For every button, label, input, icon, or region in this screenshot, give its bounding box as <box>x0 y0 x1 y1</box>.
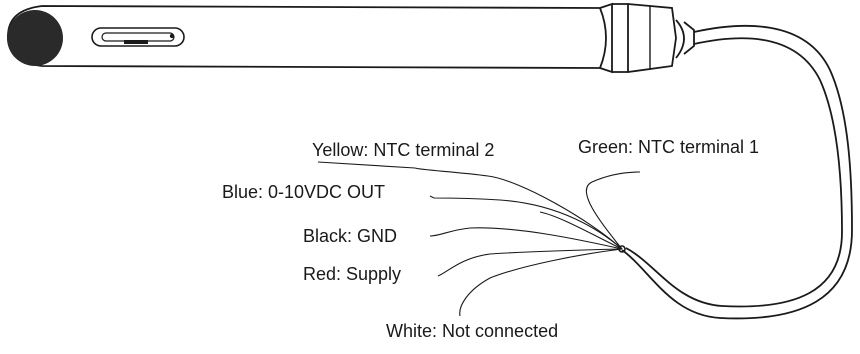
label-blue-wire: Blue: 0-10VDC OUT <box>222 182 386 202</box>
wire-white <box>459 248 623 317</box>
sensor-probe <box>7 5 607 69</box>
wire-black <box>429 227 623 250</box>
wire-extra-1 <box>539 211 623 250</box>
wire-yellow <box>317 161 623 250</box>
label-white-wire: White: Not connected <box>386 321 559 341</box>
probe-slot-window <box>91 27 185 47</box>
probe-tip-cap <box>7 10 63 66</box>
label-yellow-wire: Yellow: NTC terminal 2 <box>312 140 495 160</box>
cable-gland <box>599 2 695 74</box>
sensor-cable <box>618 24 853 320</box>
wire-blue <box>429 195 623 250</box>
label-green-wire: Green: NTC terminal 1 <box>578 137 760 157</box>
probe-tube <box>7 5 607 69</box>
label-black-wire: Black: GND <box>303 226 398 246</box>
label-red-wire: Red: Supply <box>303 264 402 284</box>
wire-green <box>585 171 641 250</box>
wire-bundle <box>317 161 641 317</box>
wire-red <box>437 248 623 277</box>
